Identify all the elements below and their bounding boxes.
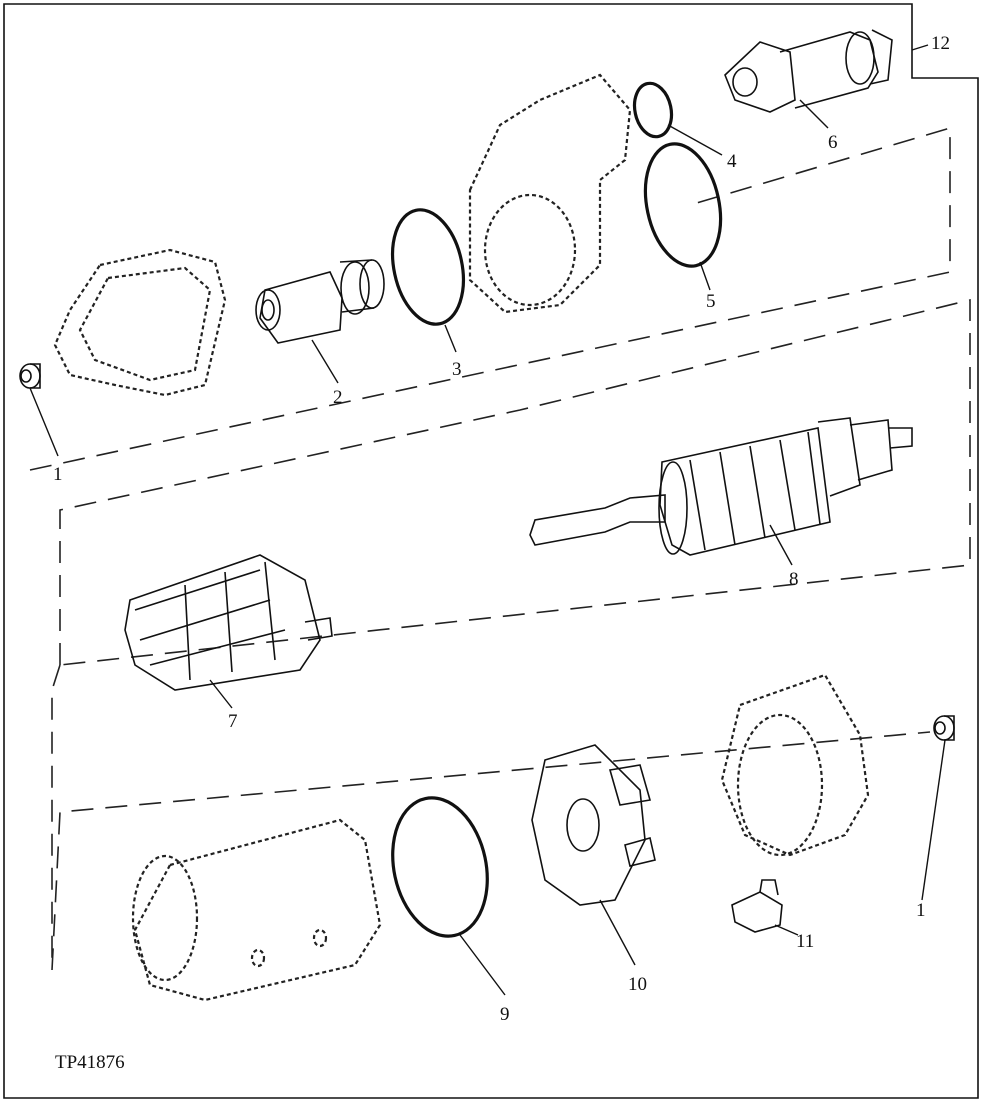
o-ring-4: [632, 81, 674, 139]
callout-10: 10: [628, 974, 647, 995]
callout-9: 9: [500, 1004, 510, 1025]
commutator-end-frame: [720, 673, 870, 857]
leader-lines: [29, 44, 946, 996]
brush-plate: [531, 744, 656, 906]
callout-3: 3: [452, 359, 462, 380]
callout-6: 6: [828, 132, 838, 153]
kit-frame: [3, 3, 979, 1099]
drive-end-housing: [53, 248, 227, 397]
callout-7: 7: [228, 711, 238, 732]
assembly-axis-lower: [51, 664, 931, 971]
field-frame: [131, 818, 382, 1002]
callout-8: 8: [789, 569, 799, 590]
callout-12: 12: [931, 33, 950, 54]
o-ring-9: [391, 796, 489, 938]
callout-1-left: 1: [53, 464, 63, 485]
o-ring-3: [391, 208, 465, 326]
assembly-axis-middle: [59, 298, 971, 666]
callout-11: 11: [796, 931, 814, 952]
brush: [731, 879, 783, 933]
lever-housing: [468, 73, 632, 314]
bushing-right: [933, 715, 955, 741]
figure-id: TP41876: [55, 1052, 125, 1073]
callout-5: 5: [706, 291, 716, 312]
armature: [529, 417, 913, 556]
o-ring-5: [643, 142, 723, 268]
solenoid: [724, 29, 893, 113]
drive-pinion-assembly: [255, 259, 385, 344]
field-coil: [124, 554, 333, 691]
callout-labels: 1 1 2 3 4 5 6 7 8 9 10 11 12: [53, 33, 950, 1025]
callout-1-right: 1: [916, 900, 926, 921]
callout-2: 2: [333, 387, 343, 408]
callout-4: 4: [727, 151, 737, 172]
bushing-left: [19, 363, 41, 389]
